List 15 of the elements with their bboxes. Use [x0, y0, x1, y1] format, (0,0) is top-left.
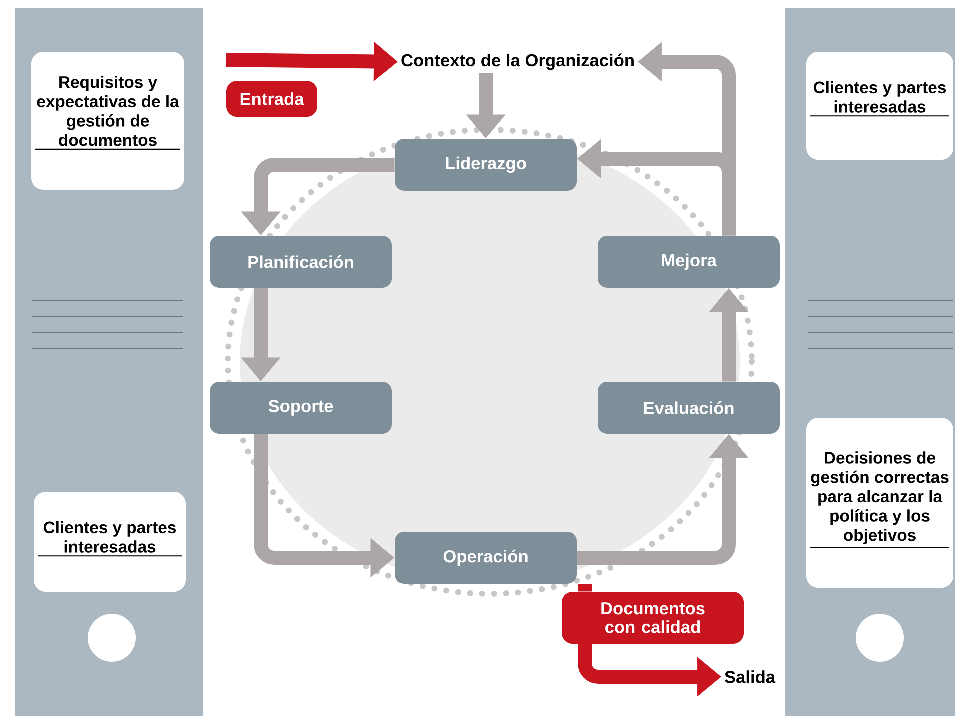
input-badge: Entrada — [226, 81, 318, 117]
text-card: Clientes y partes interesadas — [34, 492, 186, 592]
process-box: Mejora — [598, 236, 780, 288]
text-card: Requisitos y expectativas de la gestión de documentos — [32, 52, 184, 190]
connector-line — [578, 584, 592, 592]
bare-label: Contexto de la Organización — [402, 54, 634, 70]
process-box: Operación — [395, 532, 577, 584]
process-box: Planificación — [210, 236, 392, 288]
process-box: Evaluación — [598, 382, 780, 434]
bare-label: Salida — [724, 670, 776, 684]
text-card: Decisiones de gestión correctas para alcanzar la política y los objetivos — [806, 418, 954, 588]
process-box: Soporte — [210, 382, 392, 434]
text-card: Clientes y partes interesadas — [806, 52, 954, 160]
output-box: Documentos con calidad — [562, 592, 744, 644]
process-box: Liderazgo — [395, 139, 577, 191]
